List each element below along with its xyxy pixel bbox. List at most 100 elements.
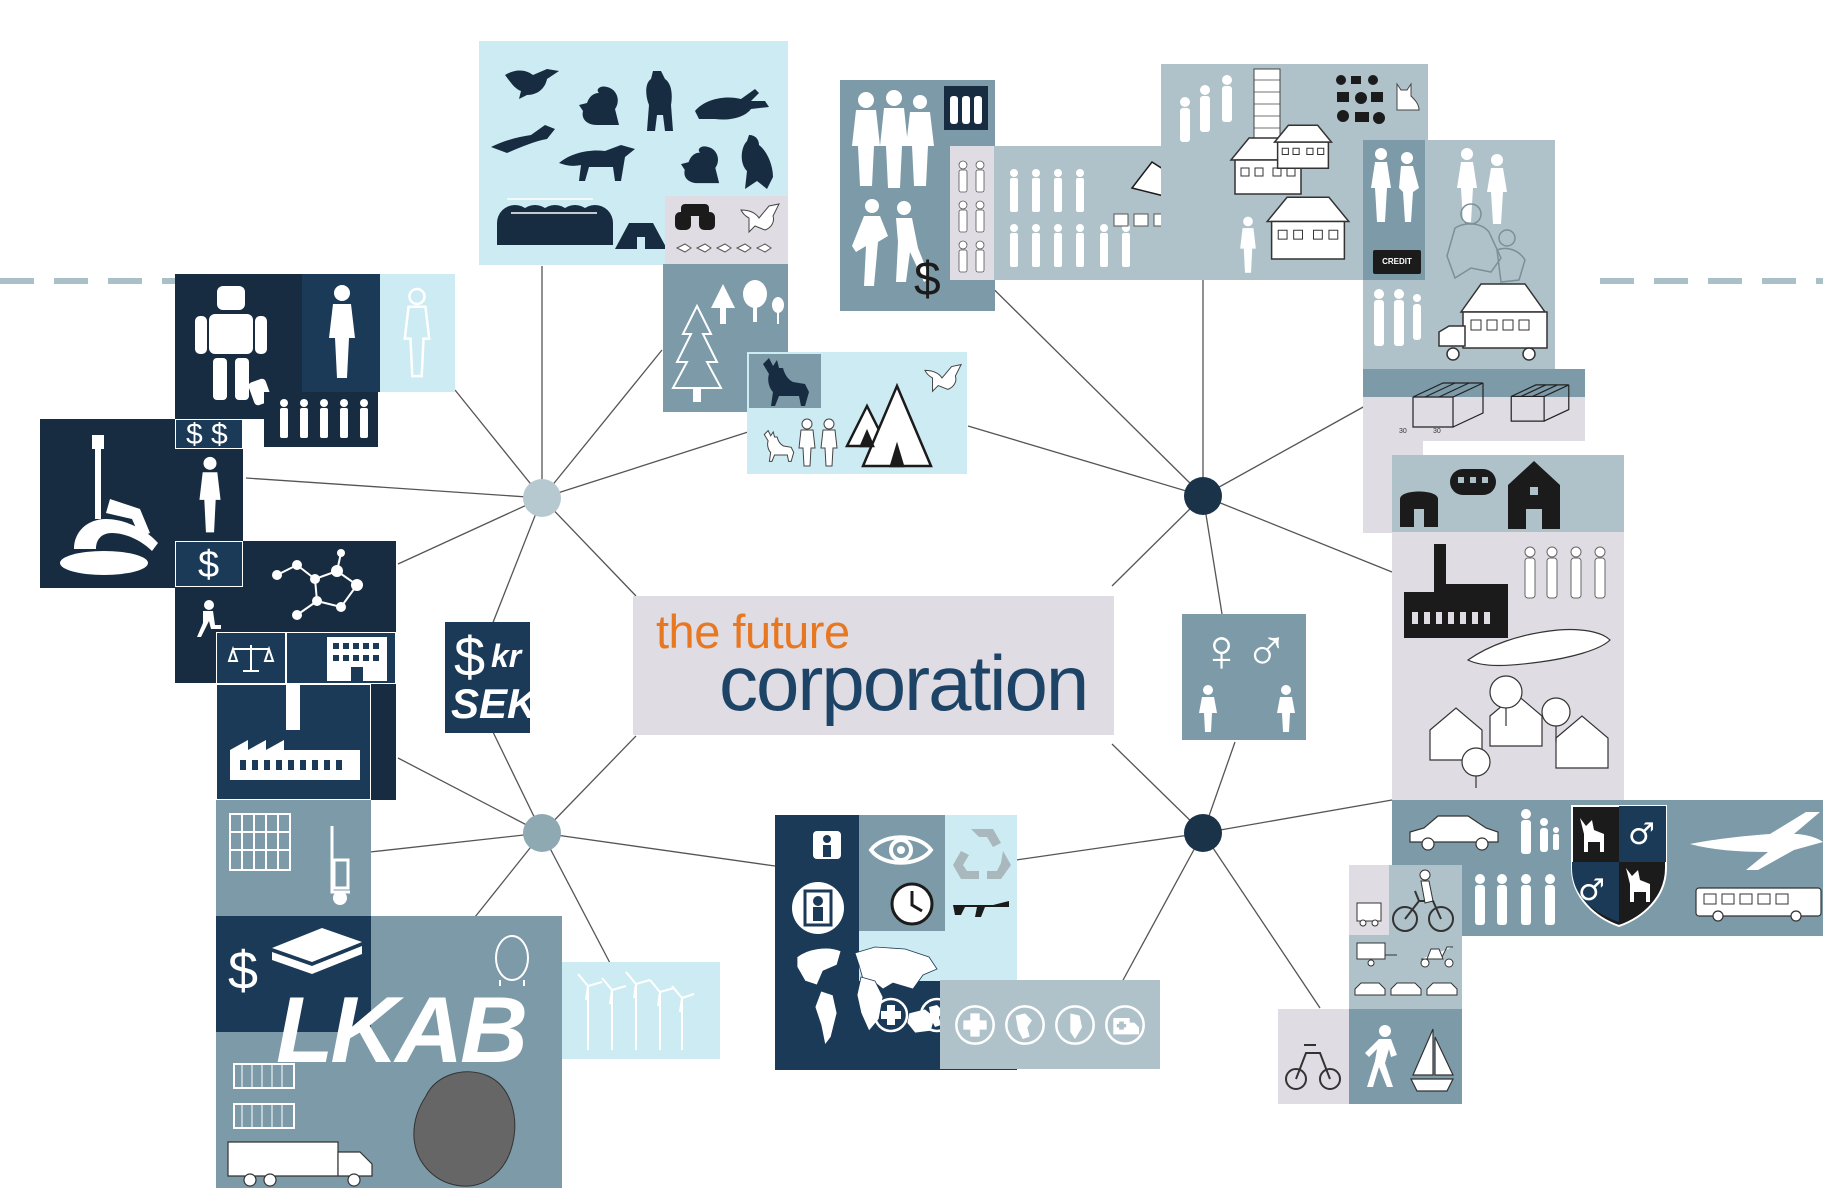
- eagle-icon: [741, 135, 773, 189]
- tanker-icon: [492, 928, 532, 988]
- people-icon: [954, 160, 990, 272]
- logistics-tile: [216, 800, 371, 916]
- engineer-tile: [175, 449, 243, 541]
- medical-cross-icon: [873, 997, 909, 1033]
- bird-icon: [505, 69, 559, 99]
- factory-icon: [230, 684, 360, 780]
- hub-upper-left: [523, 479, 561, 517]
- hub-lower-right: [1184, 814, 1222, 852]
- clock-icon: [889, 881, 935, 927]
- greenhouse-icon: [497, 193, 613, 245]
- house-icon: [1273, 122, 1333, 170]
- sailboat-icon: [1409, 1027, 1455, 1093]
- small-birds-icon: [675, 238, 781, 256]
- dollar-sign: $: [198, 544, 220, 586]
- eagle-icon: [923, 362, 963, 392]
- fox-icon: [559, 145, 635, 181]
- people-icon: [1457, 148, 1507, 224]
- elevator-icon: [813, 831, 841, 859]
- dancer-icon: [852, 199, 930, 286]
- eye-icon: [869, 829, 933, 871]
- people-icon: [1520, 546, 1612, 602]
- factory-tile: [216, 684, 396, 800]
- vehicles-tile: [1349, 865, 1462, 1009]
- box-frame-icon: [1503, 375, 1577, 431]
- tree-icon: [772, 297, 784, 324]
- squirrel-icon: [680, 146, 720, 184]
- tree-icon: [743, 280, 767, 322]
- tipi-icon: [845, 376, 931, 468]
- person-icon: [329, 285, 355, 378]
- molecule-icon: [272, 549, 363, 620]
- person-icon: [1240, 216, 1256, 273]
- person-icon: [1277, 685, 1295, 732]
- people-icon: [1475, 874, 1555, 925]
- lkab-tile: LKAB: [216, 916, 562, 1188]
- globe-icon: [1054, 1004, 1096, 1046]
- squirrel-icon: [579, 86, 619, 125]
- town-tile: [1392, 532, 1624, 800]
- money-bag-icon: [944, 86, 988, 130]
- dimension-label: 30: [1433, 428, 1441, 435]
- office-tile: [286, 632, 396, 684]
- box-frame-icon: [1403, 377, 1493, 433]
- person-icon: [402, 286, 432, 380]
- health-tile: [940, 980, 1160, 1069]
- house-icon: [1265, 190, 1351, 264]
- binoculars-icon: [675, 204, 715, 230]
- medical-cross-icon: [954, 1004, 996, 1046]
- bear-icon: [646, 71, 673, 131]
- person-icon: [199, 456, 221, 533]
- dollar-logistics-tile: $: [216, 916, 371, 1032]
- reindeer-icon: [763, 426, 795, 466]
- industrial-robot-icon: [60, 435, 158, 575]
- gender-tile: ♀♂: [1182, 614, 1306, 740]
- pill-icon: [1450, 469, 1496, 495]
- industrial-robot-tile: [40, 419, 175, 588]
- mine-map-icon: [406, 1066, 518, 1188]
- barn-icon: [1400, 491, 1438, 527]
- elevator-icon: [792, 882, 844, 934]
- credit-card: CREDIT: [1373, 250, 1421, 274]
- title-line-1: the future: [656, 605, 850, 658]
- batteries-icon: [232, 1062, 302, 1148]
- family-icon: [1441, 198, 1545, 290]
- otter-icon: [491, 125, 555, 153]
- tricycle-icon: [1284, 1039, 1344, 1093]
- recycle-icon: [953, 829, 1011, 879]
- bus-icon: [1694, 884, 1823, 924]
- barn-icon: [1508, 461, 1560, 529]
- pallet-icon: [272, 928, 362, 974]
- family-icon: [1521, 809, 1559, 854]
- coat-of-arms-icon: ♂♂: [1570, 804, 1668, 928]
- reindeer-tile: [747, 352, 823, 410]
- gender-symbols: ♀♂: [1199, 617, 1289, 684]
- car-icon: [1406, 812, 1502, 852]
- cyclist-icon: [1391, 869, 1455, 933]
- currency-tile: $ kr SEK: [445, 622, 530, 733]
- truck-icon: [226, 1140, 376, 1188]
- worker-tile-light: [380, 274, 455, 392]
- person-icon: [1199, 685, 1217, 732]
- hare-icon: [695, 89, 769, 120]
- couple-icon: [1130, 158, 1170, 198]
- commuters-tile: [1462, 865, 1570, 936]
- globe-icon: [1004, 1004, 1046, 1046]
- villas-icon: [1426, 672, 1616, 790]
- hub-lower-left: [523, 814, 561, 852]
- sport-tile: [1349, 1009, 1462, 1104]
- hub-upper-right: [1184, 477, 1222, 515]
- people-light-tile: [950, 146, 1163, 280]
- title-panel: the future corporation: [633, 596, 1114, 735]
- spruce-tree-icon: [673, 304, 721, 402]
- dimension-label: 30: [1399, 428, 1407, 435]
- people-icon: [1010, 169, 1130, 267]
- ambulance-icon: [1104, 1004, 1146, 1046]
- svg-text:♂: ♂: [1628, 817, 1655, 852]
- workers-row-tile: [264, 392, 378, 447]
- birdwatching-tile: [665, 196, 788, 264]
- car-icon: [1353, 977, 1459, 1001]
- barns-tile-main: [1392, 455, 1624, 532]
- wind-turbine-icon: [574, 970, 694, 1052]
- people-icon: [1374, 289, 1421, 346]
